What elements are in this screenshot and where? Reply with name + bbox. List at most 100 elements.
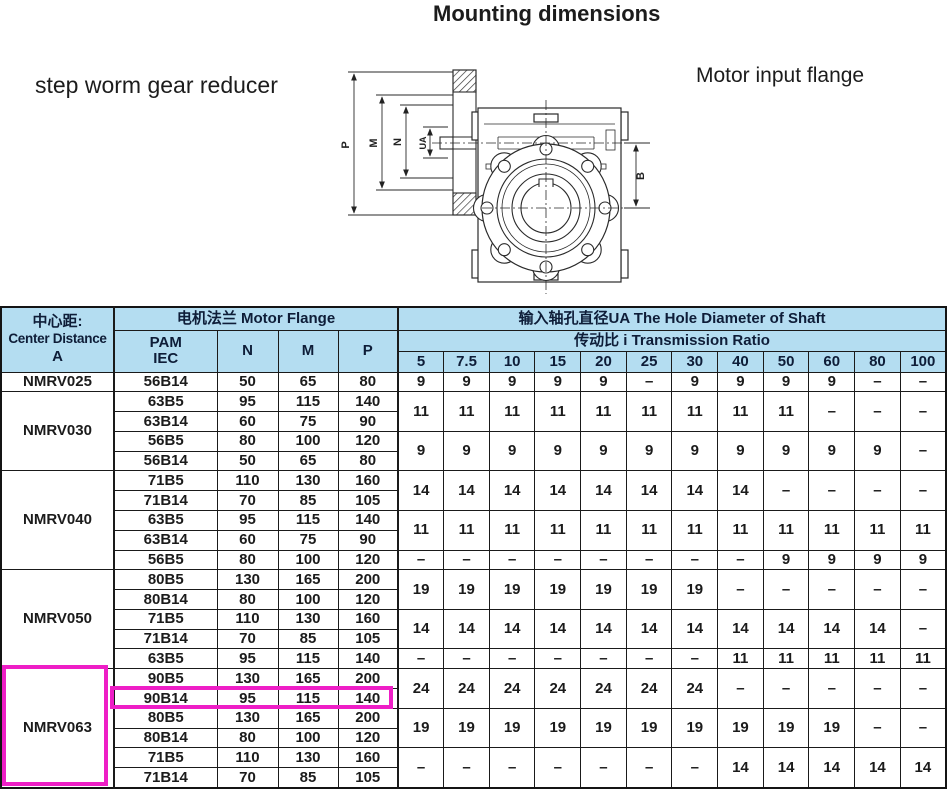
ratio-cell: 9 xyxy=(762,371,810,393)
ratio-cell: – xyxy=(488,549,536,571)
flange-dim-cell: 50 xyxy=(216,450,279,472)
flange-dim-cell: 105 xyxy=(337,490,400,511)
ratio-cell: 19 xyxy=(397,569,445,610)
ratio-cell: 9 xyxy=(762,430,810,472)
ratio-cell: 11 xyxy=(443,509,490,551)
col-n-header: N xyxy=(216,329,279,373)
flange-dim-cell: 80 xyxy=(216,430,279,452)
pam-iec-cell: 63B5 xyxy=(113,509,218,531)
ratio-cell: 11 xyxy=(580,509,627,551)
ratio-cell: 9 xyxy=(854,430,901,472)
ratio-col-header: 5 xyxy=(397,350,445,373)
flange-dim-cell: 80 xyxy=(216,589,279,610)
pam-iec-cell: 80B14 xyxy=(113,589,218,610)
flange-dim-cell: 120 xyxy=(337,589,400,610)
ratio-cell: 9 xyxy=(488,430,536,472)
ratio-col-header: 100 xyxy=(899,350,947,373)
ratio-col-header: 15 xyxy=(534,350,582,373)
flange-dim-cell: 60 xyxy=(216,411,279,432)
ratio-cell: 19 xyxy=(625,707,673,749)
ratio-cell: 14 xyxy=(717,470,764,511)
pam-iec-cell: 90B14 xyxy=(113,688,218,709)
ratio-col-header: 25 xyxy=(625,350,673,373)
ratio-cell: – xyxy=(808,569,856,610)
ratio-col-header: 10 xyxy=(488,350,536,373)
flange-dim-cell: 160 xyxy=(337,747,400,769)
ratio-col-header: 30 xyxy=(671,350,719,373)
ratio-cell: – xyxy=(443,648,490,670)
flange-dim-cell: 50 xyxy=(216,371,279,393)
flange-dim-cell: 160 xyxy=(337,470,400,492)
flange-dim-cell: 100 xyxy=(277,589,339,610)
ratio-cell: 24 xyxy=(671,668,719,709)
pam-iec-cell: 90B5 xyxy=(113,668,218,689)
ratio-cell: 14 xyxy=(854,747,901,789)
pam-iec-cell: 71B14 xyxy=(113,767,218,789)
ratio-cell: – xyxy=(854,668,901,709)
ratio-cell: – xyxy=(671,648,719,670)
flange-dim-cell: 75 xyxy=(277,411,339,432)
ratio-cell: 9 xyxy=(808,371,856,393)
pam-iec-cell: 71B5 xyxy=(113,470,218,492)
ratio-cell: 9 xyxy=(717,371,764,393)
ratio-cell: 9 xyxy=(671,371,719,393)
ratio-cell: – xyxy=(899,668,947,709)
ratio-cell: 11 xyxy=(443,391,490,432)
ratio-cell: 14 xyxy=(580,470,627,511)
ratio-cell: – xyxy=(762,470,810,511)
flange-dim-cell: 105 xyxy=(337,767,400,789)
ratio-cell: 9 xyxy=(671,430,719,472)
flange-dim-cell: 130 xyxy=(277,470,339,492)
ratio-cell: 11 xyxy=(717,391,764,432)
ratio-cell: 9 xyxy=(397,430,445,472)
ratio-col-header: 80 xyxy=(854,350,901,373)
center-distance-header: 中心距: Center Distance A xyxy=(0,306,115,373)
ratio-cell: 11 xyxy=(717,648,764,670)
ratio-cell: – xyxy=(899,470,947,511)
ratio-cell: – xyxy=(671,747,719,789)
ratio-cell: 11 xyxy=(854,648,901,670)
ratio-cell: 9 xyxy=(808,549,856,571)
ratio-cell: 9 xyxy=(625,430,673,472)
ratio-cell: 19 xyxy=(443,569,490,610)
ratio-cell: 9 xyxy=(488,371,536,393)
ratio-cell: 14 xyxy=(854,608,901,650)
ratio-cell: 19 xyxy=(488,707,536,749)
ratio-cell: – xyxy=(717,668,764,709)
ratio-cell: – xyxy=(443,549,490,571)
ratio-cell: 24 xyxy=(580,668,627,709)
ratio-cell: 19 xyxy=(762,707,810,749)
flange-dim-cell: 115 xyxy=(277,391,339,413)
ratio-cell: 11 xyxy=(671,391,719,432)
pam-iec-cell: 71B14 xyxy=(113,490,218,511)
ratio-cell: – xyxy=(580,549,627,571)
ratio-cell: 19 xyxy=(397,707,445,749)
ratio-cell: 9 xyxy=(534,430,582,472)
pam-iec-cell: 80B5 xyxy=(113,569,218,591)
ratio-cell: 11 xyxy=(625,391,673,432)
ratio-cell: 14 xyxy=(443,470,490,511)
pam-iec-header: PAM IEC xyxy=(113,329,218,373)
pam-iec-cell: 63B14 xyxy=(113,411,218,432)
ratio-cell: – xyxy=(899,707,947,749)
model-cell: NMRV030 xyxy=(0,391,115,472)
ratio-cell: 14 xyxy=(762,608,810,650)
ratio-cell: 14 xyxy=(534,608,582,650)
ratio-cell: – xyxy=(625,747,673,789)
ratio-cell: – xyxy=(808,470,856,511)
ratio-cell: 19 xyxy=(534,569,582,610)
ratio-col-header: 50 xyxy=(762,350,810,373)
ratio-cell: 14 xyxy=(808,608,856,650)
flange-dim-cell: 140 xyxy=(337,648,400,670)
ratio-cell: – xyxy=(854,470,901,511)
flange-dim-cell: 100 xyxy=(277,549,339,571)
ratio-cell: – xyxy=(580,747,627,789)
ratio-col-header: 40 xyxy=(717,350,764,373)
ratio-cell: – xyxy=(899,391,947,432)
